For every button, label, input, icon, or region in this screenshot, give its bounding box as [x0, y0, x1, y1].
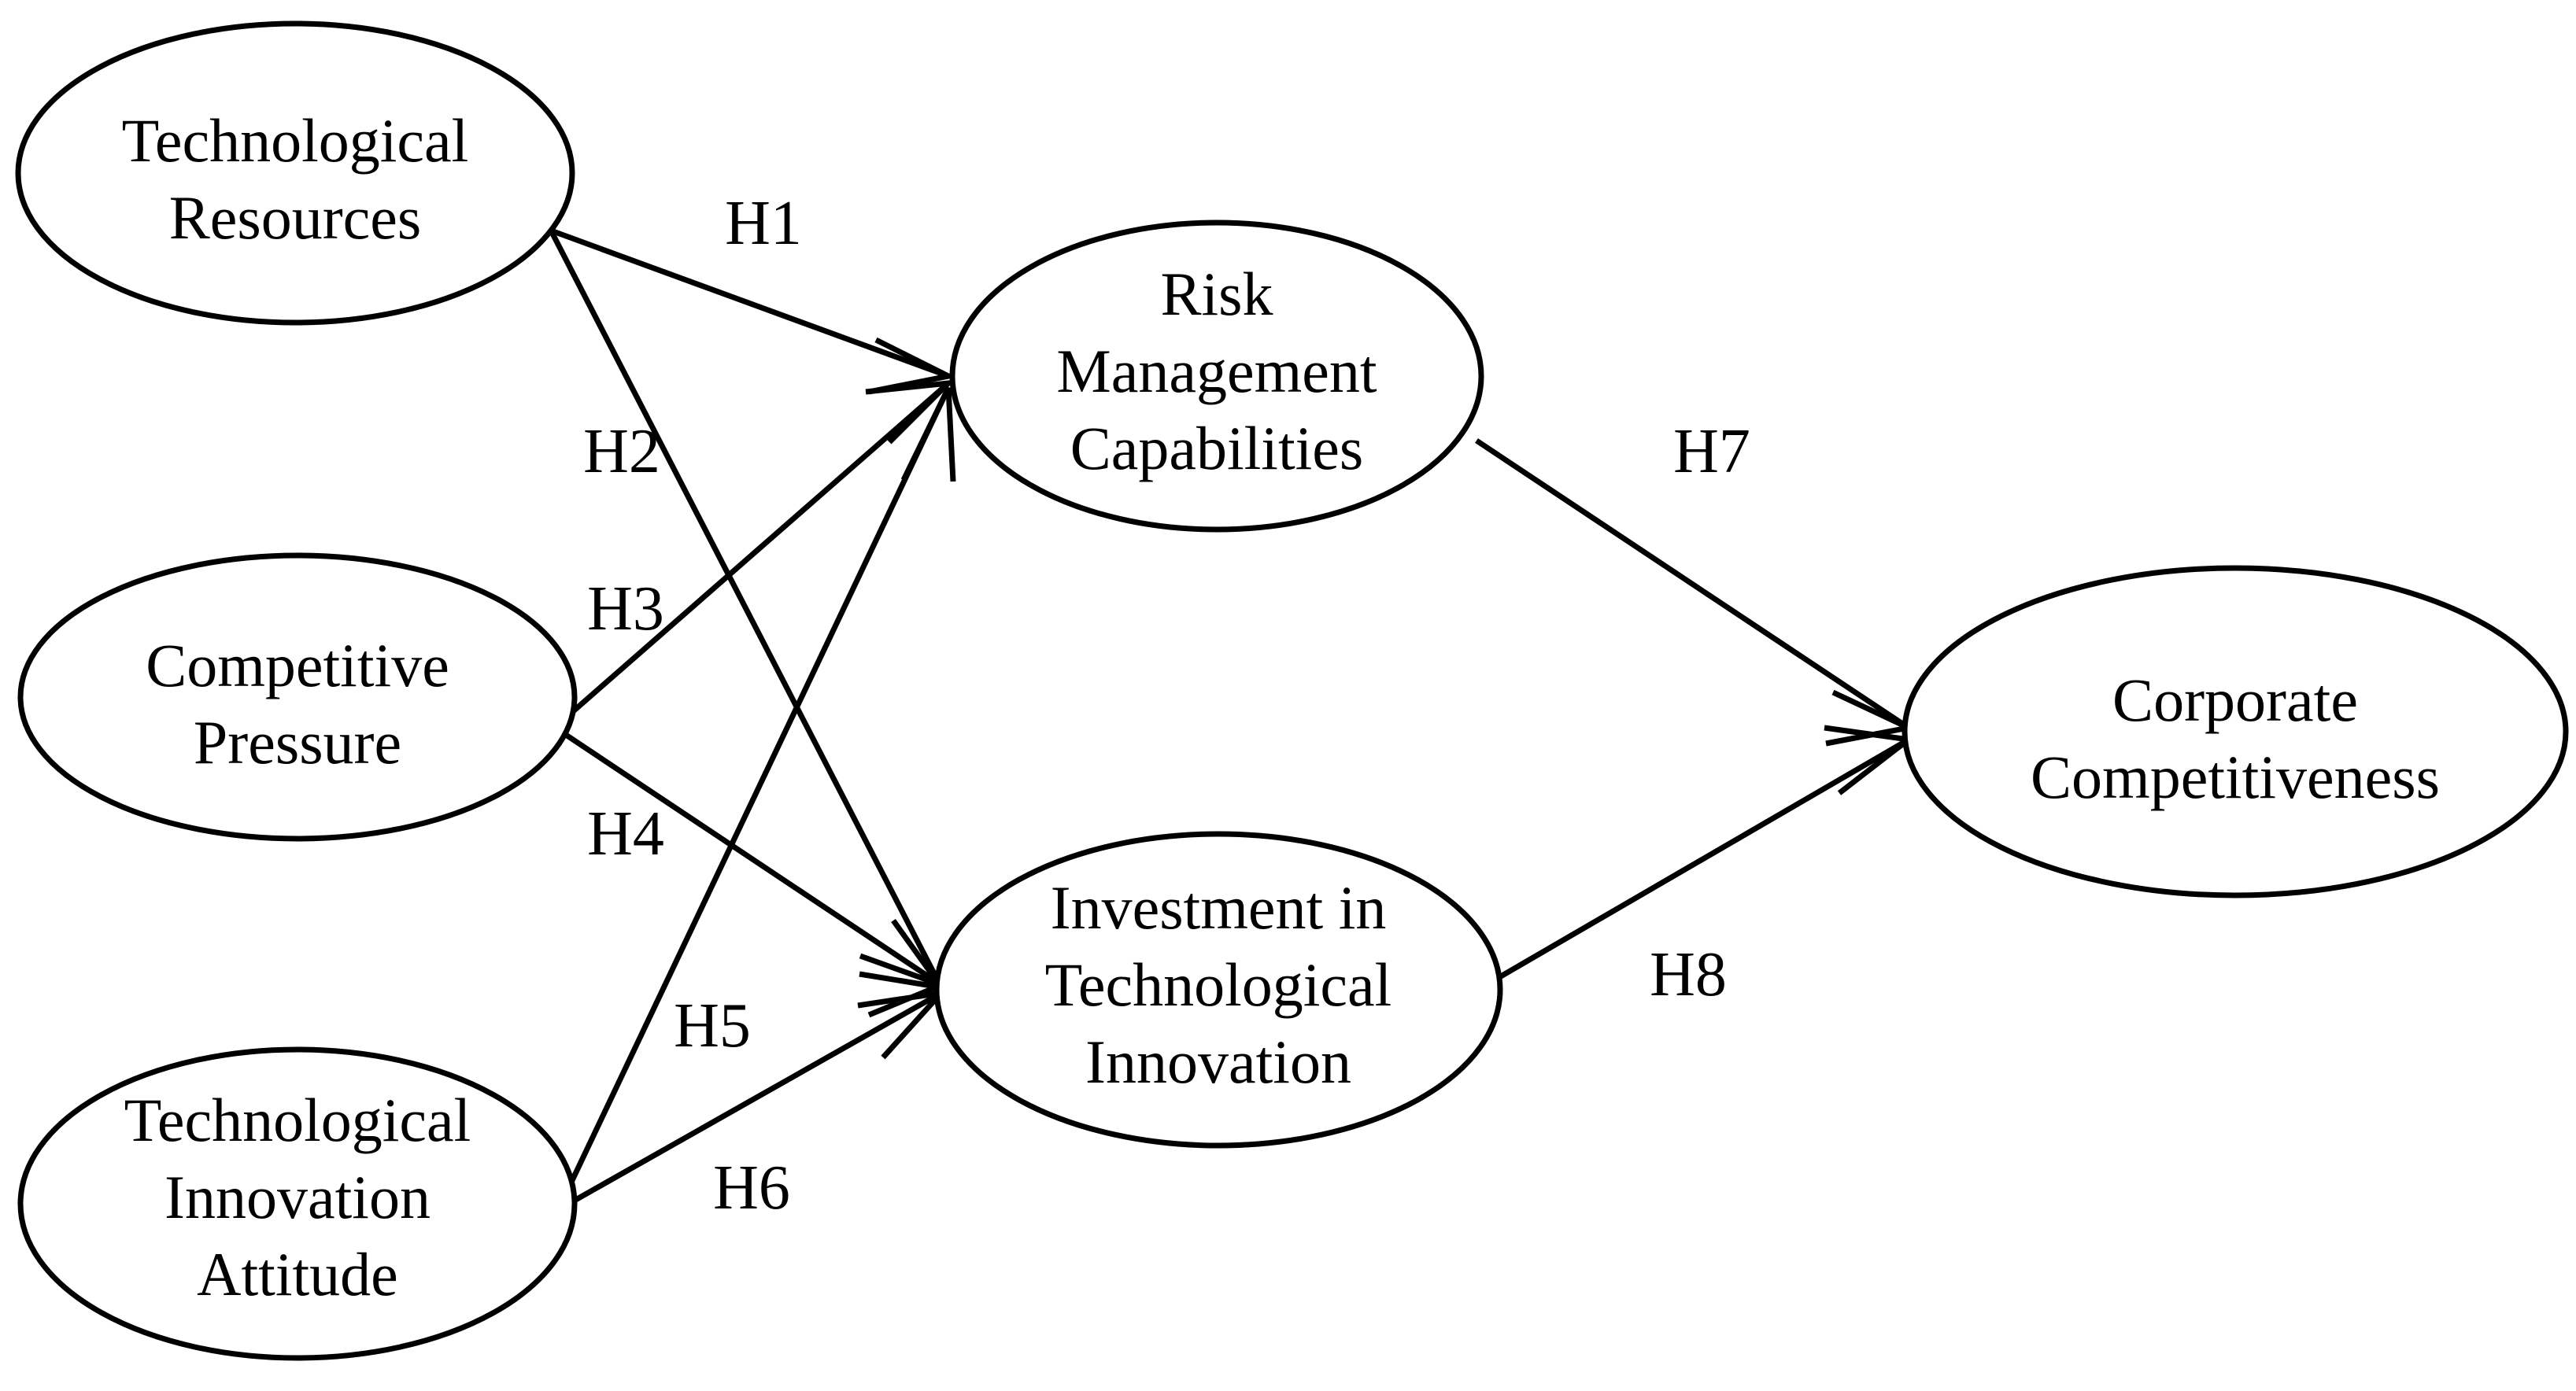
edge-h2-line: [548, 229, 944, 989]
node-corporate-competitiveness-line-2: Competitiveness: [2031, 743, 2440, 811]
node-technological-innovation-attitude-line-3: Attitude: [197, 1240, 398, 1308]
hypothesis-label-layer: H1 H2 H3 H4 H5 H6 H7 H8: [583, 189, 1750, 1223]
node-technological-innovation-attitude-line-1: Technological: [124, 1086, 471, 1154]
edge-h1-line: [549, 227, 950, 379]
node-layer: Technological Resources Competitive Pres…: [15, 20, 2569, 1361]
node-risk-management-capabilities[interactable]: Risk Management Capabilities: [949, 220, 1484, 533]
node-risk-management-capabilities-line-2: Management: [1056, 337, 1377, 405]
node-technological-resources-line-1: Technological: [122, 106, 469, 175]
node-investment-in-technological-innovation[interactable]: Investment in Technological Innovation: [933, 831, 1503, 1149]
edge-h4-line: [557, 728, 943, 987]
edge-layer: [548, 227, 1918, 1212]
node-investment-in-technological-innovation-line-3: Innovation: [1085, 1028, 1351, 1096]
node-technological-resources[interactable]: Technological Resources: [15, 20, 575, 326]
edge-h5-line: [557, 386, 952, 1207]
hypothesis-label-h8: H8: [1650, 940, 1727, 1009]
hypothesis-label-h4: H4: [587, 799, 664, 869]
node-risk-management-capabilities-shape: [949, 220, 1484, 533]
node-investment-in-technological-innovation-line-1: Investment in: [1051, 873, 1387, 942]
node-technological-innovation-attitude[interactable]: Technological Innovation Attitude: [17, 1046, 578, 1361]
edge-h6-line: [559, 990, 943, 1212]
node-investment-in-technological-innovation-line-2: Technological: [1045, 950, 1392, 1019]
node-competitive-pressure-line-2: Pressure: [194, 708, 401, 777]
node-corporate-competitiveness-line-1: Corporate: [2112, 666, 2358, 734]
edge-h3-arrowhead: [865, 379, 956, 445]
hypothesis-label-h5: H5: [674, 991, 751, 1061]
hypothesis-label-h3: H3: [587, 574, 664, 644]
node-technological-innovation-attitude-shape: [17, 1046, 578, 1361]
edge-h5[interactable]: [557, 386, 956, 1207]
edge-h3-line: [556, 381, 951, 726]
node-technological-resources-line-2: Resources: [169, 183, 422, 252]
hypothesis-label-h7: H7: [1673, 417, 1750, 486]
edge-h5-arrowhead: [900, 386, 956, 482]
node-competitive-pressure[interactable]: Competitive Pressure: [17, 552, 578, 842]
node-competitive-pressure-shape: [17, 552, 578, 842]
node-risk-management-capabilities-line-1: Risk: [1160, 260, 1273, 328]
node-investment-in-technological-innovation-shape: [933, 831, 1503, 1149]
edge-h8-line: [1494, 736, 1910, 983]
hypothesis-label-h1: H1: [725, 189, 802, 258]
node-corporate-competitiveness[interactable]: Corporate Competitiveness: [1902, 565, 2569, 898]
edge-h7-line: [1475, 438, 1910, 730]
edge-h3[interactable]: [556, 379, 956, 726]
node-corporate-competitiveness-shape: [1902, 565, 2569, 898]
node-competitive-pressure-line-1: Competitive: [146, 631, 449, 699]
node-technological-resources-shape: [15, 20, 575, 326]
hypothesis-label-h6: H6: [713, 1153, 790, 1223]
hypothesis-label-h2: H2: [583, 417, 660, 486]
node-risk-management-capabilities-line-3: Capabilities: [1070, 414, 1364, 482]
node-technological-innovation-attitude-line-2: Innovation: [164, 1163, 431, 1231]
